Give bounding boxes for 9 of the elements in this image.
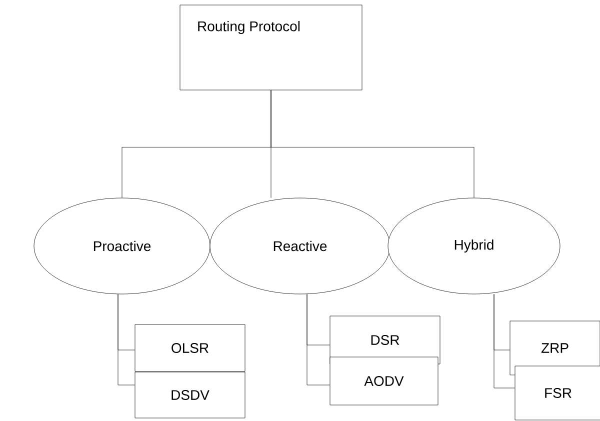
connector-line xyxy=(306,294,330,386)
connector-line xyxy=(494,294,515,388)
connector-line xyxy=(118,294,135,386)
root-box: Routing Protocol xyxy=(180,4,362,90)
protocol-box: DSDV xyxy=(134,372,246,418)
protocol-box: FSR xyxy=(514,366,600,420)
protocol-box: AODV xyxy=(330,356,438,406)
protocol-box: OLSR xyxy=(134,324,246,372)
connector-line xyxy=(270,90,474,198)
